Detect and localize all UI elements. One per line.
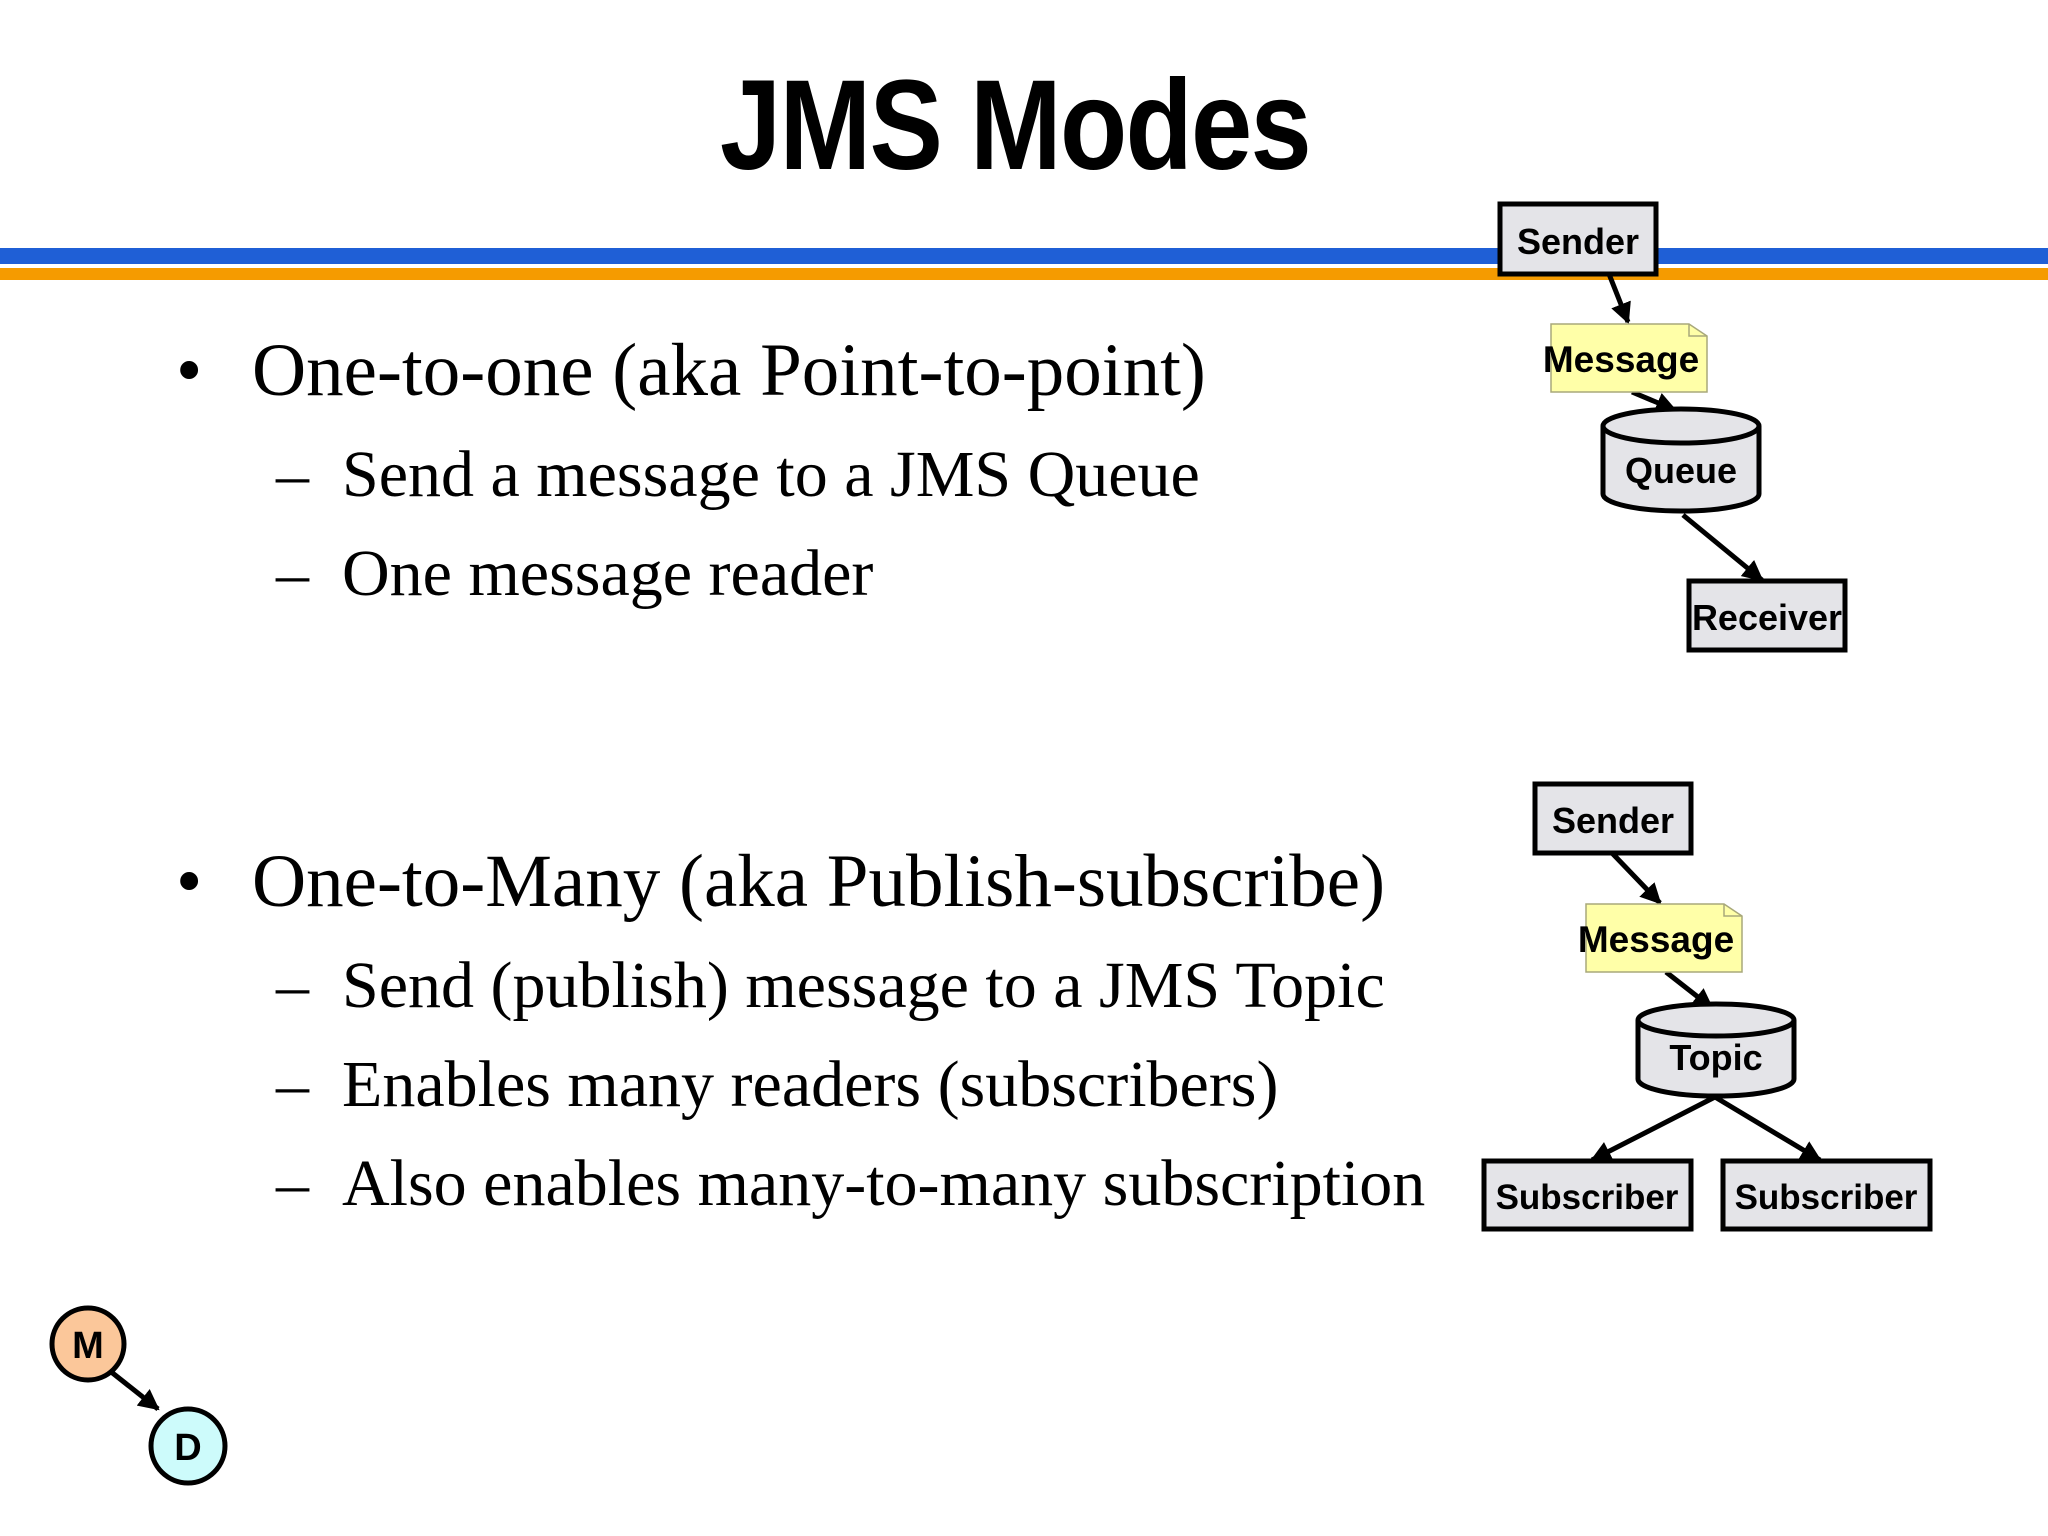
p2p-message-label: Message: [1543, 339, 1699, 380]
logo-m-label: M: [72, 1325, 104, 1367]
sub-bullet-text: Enables many readers (subscribers): [342, 1048, 1279, 1121]
bullet-text: One-to-one (aka Point-to-point): [252, 329, 1206, 412]
pubsub-subscriber-box-2: Subscriber: [1720, 1158, 1933, 1232]
p2p-receiver-label: Receiver: [1692, 597, 1842, 638]
bullet-glyph: •: [176, 840, 203, 923]
sub-bullet: –Enables many readers (subscribers): [276, 1052, 1278, 1118]
dash-glyph: –: [276, 1147, 309, 1220]
pubsub-diagram: Sender Message Topic Subscriber Subscrib…: [1481, 781, 1933, 1232]
bullet-glyph: •: [176, 329, 203, 412]
sub-bullet: –One message reader: [276, 541, 873, 607]
sub-bullet: –Also enables many-to-many subscription: [276, 1151, 1425, 1217]
p2p-diagram: Sender Message Queue Receiver: [1497, 201, 1848, 653]
pubsub-sender-label: Sender: [1552, 800, 1674, 841]
pubsub-sender-box: Sender: [1532, 781, 1694, 856]
p2p-arrow-sender-message: [1606, 273, 1631, 324]
dash-glyph: –: [276, 438, 309, 511]
pubsub-subscriber-label: Subscriber: [1496, 1178, 1679, 1217]
p2p-message-note: Message: [1543, 323, 1708, 393]
logo-d-circle: [148, 1406, 228, 1486]
sub-bullet-text: One message reader: [342, 537, 874, 610]
p2p-sender-label: Sender: [1517, 221, 1639, 262]
sub-bullet: –Send (publish) message to a JMS Topic: [276, 953, 1385, 1019]
pubsub-arrow-topic-subscriber-2: [1713, 1094, 1822, 1163]
pubsub-subscriber-label: Subscriber: [1735, 1178, 1918, 1217]
slide-title: JMS Modes: [719, 54, 1312, 197]
p2p-receiver-box: Receiver: [1686, 578, 1848, 653]
p2p-arrow-queue-receiver: [1681, 513, 1764, 582]
sub-bullet-text: Send (publish) message to a JMS Topic: [342, 949, 1385, 1022]
md-logo: M D: [49, 1305, 228, 1486]
sub-bullet-text: Send a message to a JMS Queue: [342, 438, 1200, 511]
pubsub-topic-label: Topic: [1669, 1037, 1762, 1078]
dash-glyph: –: [276, 949, 309, 1022]
p2p-queue-cylinder: Queue: [1600, 406, 1762, 514]
sub-bullet-text: Also enables many-to-many subscription: [342, 1147, 1426, 1220]
dash-glyph: –: [276, 1048, 309, 1121]
bullet-publish-subscribe: •One-to-Many (aka Publish-subscribe): [176, 844, 1385, 919]
pubsub-arrow-sender-message: [1610, 851, 1662, 905]
bullet-text: One-to-Many (aka Publish-subscribe): [252, 840, 1386, 923]
logo-arrow: [108, 1369, 160, 1411]
pubsub-topic-cylinder: Topic: [1635, 1001, 1797, 1099]
header-band-gap: [0, 264, 2048, 268]
logo-d-label: D: [174, 1427, 201, 1469]
pubsub-message-label: Message: [1578, 919, 1734, 960]
pubsub-arrow-topic-subscriber-1: [1590, 1094, 1717, 1163]
p2p-sender-box: Sender: [1497, 201, 1659, 277]
pubsub-message-note: Message: [1578, 903, 1743, 973]
bullet-point-to-point: •One-to-one (aka Point-to-point): [176, 333, 1206, 408]
pubsub-subscriber-box-1: Subscriber: [1481, 1158, 1694, 1232]
p2p-queue-label: Queue: [1625, 450, 1737, 491]
sub-bullet: –Send a message to a JMS Queue: [276, 442, 1200, 508]
dash-glyph: –: [276, 537, 309, 610]
logo-m-circle: [49, 1305, 127, 1383]
